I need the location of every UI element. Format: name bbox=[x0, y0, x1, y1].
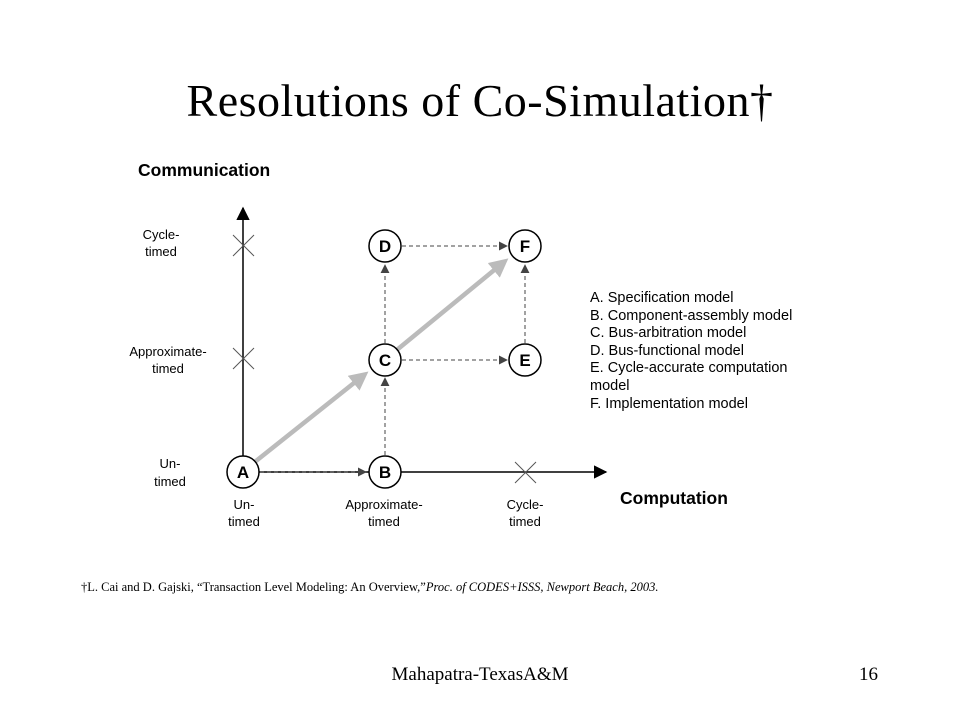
legend: A. Specification model B. Component-asse… bbox=[590, 290, 792, 413]
legend-item: model bbox=[590, 377, 630, 394]
legend-item: B. Component-assembly model bbox=[590, 307, 793, 324]
x-tick-approx-line1: Approximate- bbox=[345, 497, 422, 512]
node-d-circle bbox=[368, 229, 402, 263]
y-axis-title: Communication bbox=[138, 160, 270, 180]
x-tick-cycle-line1: Cycle- bbox=[507, 497, 544, 512]
diagonal-arrow-a-c bbox=[253, 371, 369, 464]
y-tick-cycle-line2: timed bbox=[145, 244, 177, 259]
x-tick-untimed-line1: Un- bbox=[234, 497, 255, 512]
y-tick-untimed-line1: Un- bbox=[160, 456, 181, 471]
node-f-label: F bbox=[520, 237, 530, 256]
node-c-label: C bbox=[379, 351, 391, 370]
legend-item: C. Bus-arbitration model bbox=[590, 325, 747, 342]
footnote-title: “Transaction Level Modeling: An Overview… bbox=[196, 580, 426, 594]
node-a-circle bbox=[226, 455, 260, 489]
node-b-circle bbox=[368, 455, 402, 489]
legend-item: D. Bus-functional model bbox=[590, 342, 744, 359]
x-axis-cross-cycle-timed bbox=[514, 461, 537, 484]
slide-title: Resolutions of Co-Simulation† bbox=[186, 75, 774, 126]
footer-author: Mahapatra-TexasA&M bbox=[391, 664, 569, 685]
y-tick-approx-line2: timed bbox=[152, 361, 184, 376]
citation-footnote: †L. Cai and D. Gajski, “Transaction Leve… bbox=[81, 580, 658, 595]
x-tick-approx-line2: timed bbox=[368, 514, 400, 529]
node-f-circle bbox=[508, 229, 542, 263]
node-e-circle bbox=[508, 343, 542, 377]
x-tick-untimed-line2: timed bbox=[228, 514, 260, 529]
node-a-label: A bbox=[237, 463, 249, 482]
legend-item: E. Cycle-accurate computation bbox=[590, 360, 788, 377]
y-tick-cycle-line1: Cycle- bbox=[143, 227, 180, 242]
y-axis-cross-cycle-timed bbox=[232, 234, 255, 257]
y-tick-approx-line1: Approximate- bbox=[129, 344, 206, 359]
x-axis-title: Computation bbox=[620, 488, 728, 508]
legend-item: A. Specification model bbox=[590, 290, 734, 306]
node-c-circle bbox=[368, 343, 402, 377]
footnote-authors: †L. Cai and D. Gajski, bbox=[81, 580, 197, 594]
footnote-venue: Proc. of CODES+ISSS, Newport Beach, 2003… bbox=[425, 580, 659, 594]
legend-item: F. Implementation model bbox=[590, 395, 748, 412]
x-tick-cycle-line2: timed bbox=[509, 514, 541, 529]
node-b-label: B bbox=[379, 463, 391, 482]
node-e-label: E bbox=[519, 351, 530, 370]
page-number: 16 bbox=[859, 664, 878, 685]
y-tick-untimed-line2: timed bbox=[154, 474, 186, 489]
diagonal-arrow-c-f bbox=[395, 258, 509, 352]
y-axis-cross-approximate-timed bbox=[232, 347, 255, 370]
node-d-label: D bbox=[379, 237, 391, 256]
